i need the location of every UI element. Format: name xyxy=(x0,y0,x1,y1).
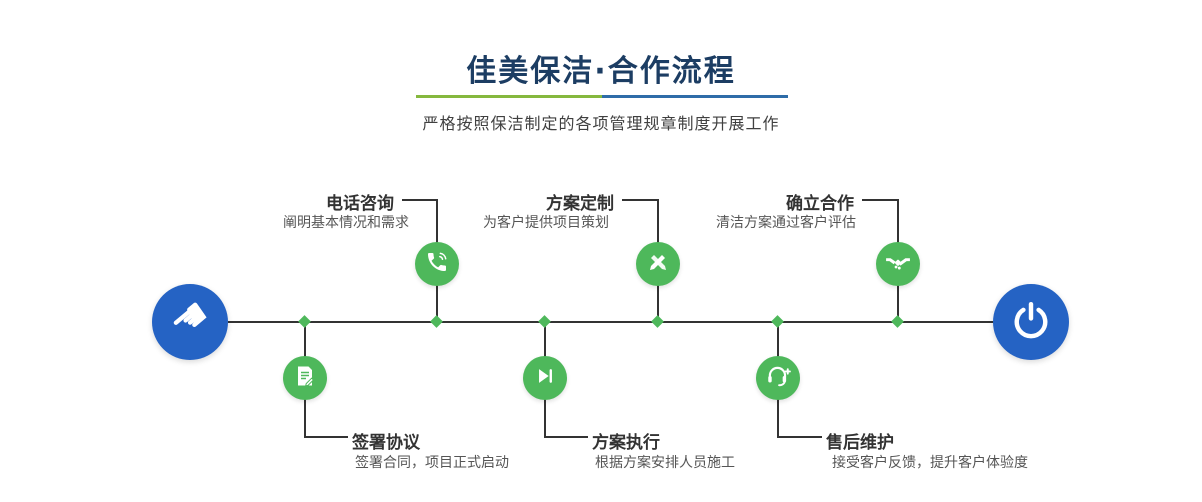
step-desc-support: 接受客户反馈，提升客户体验度 xyxy=(832,455,1028,471)
timeline-diamond xyxy=(538,315,551,328)
connector-bottom-3-h xyxy=(777,436,822,438)
power-icon xyxy=(1012,301,1050,343)
timeline-start-circle: ☚ xyxy=(152,284,228,360)
step-desc-execute: 根据方案安排人员施工 xyxy=(595,455,735,471)
title-underline-green xyxy=(416,95,602,98)
step-node-design xyxy=(636,242,680,286)
page-title: 佳美保洁·合作流程 xyxy=(466,54,736,89)
connector-top-3-h xyxy=(862,199,899,201)
execute-icon xyxy=(534,365,556,391)
step-label-handshake: 确立合作 xyxy=(786,194,854,214)
connector-top-1-h xyxy=(402,199,438,201)
timeline-end-circle xyxy=(993,284,1069,360)
phone-icon xyxy=(425,250,449,278)
step-desc-handshake: 清洁方案通过客户评估 xyxy=(716,215,856,231)
step-label-contract: 签署协议 xyxy=(352,433,420,453)
timeline-diamond xyxy=(430,315,443,328)
timeline-line xyxy=(228,321,994,323)
step-node-support xyxy=(756,356,800,400)
step-node-execute xyxy=(523,356,567,400)
timeline-diamond xyxy=(891,315,904,328)
step-label-execute: 方案执行 xyxy=(592,433,660,453)
step-desc-phone: 阐明基本情况和需求 xyxy=(283,215,409,231)
headset-icon xyxy=(765,363,791,393)
step-label-phone: 电话咨询 xyxy=(326,194,394,214)
timeline-diamond xyxy=(651,315,664,328)
contract-icon xyxy=(293,364,317,392)
page-subtitle: 严格按照保洁制定的各项管理规章制度开展工作 xyxy=(422,114,780,133)
timeline-diamond xyxy=(771,315,784,328)
design-tools-icon xyxy=(646,250,670,278)
handshake-icon xyxy=(885,249,911,279)
step-label-design: 方案定制 xyxy=(546,194,614,214)
connector-bottom-2-h xyxy=(544,436,588,438)
step-node-contract xyxy=(283,356,327,400)
timeline-diamond xyxy=(298,315,311,328)
connector-top-2-h xyxy=(622,199,659,201)
step-label-support: 售后维护 xyxy=(826,433,894,453)
connector-bottom-1-h xyxy=(304,436,348,438)
title-underline-blue xyxy=(602,95,788,98)
step-node-phone xyxy=(415,242,459,286)
pointing-hand-icon: ☚ xyxy=(159,287,221,350)
step-desc-design: 为客户提供项目策划 xyxy=(483,215,609,231)
step-desc-contract: 签署合同，项目正式启动 xyxy=(355,455,509,471)
step-node-handshake xyxy=(876,242,920,286)
